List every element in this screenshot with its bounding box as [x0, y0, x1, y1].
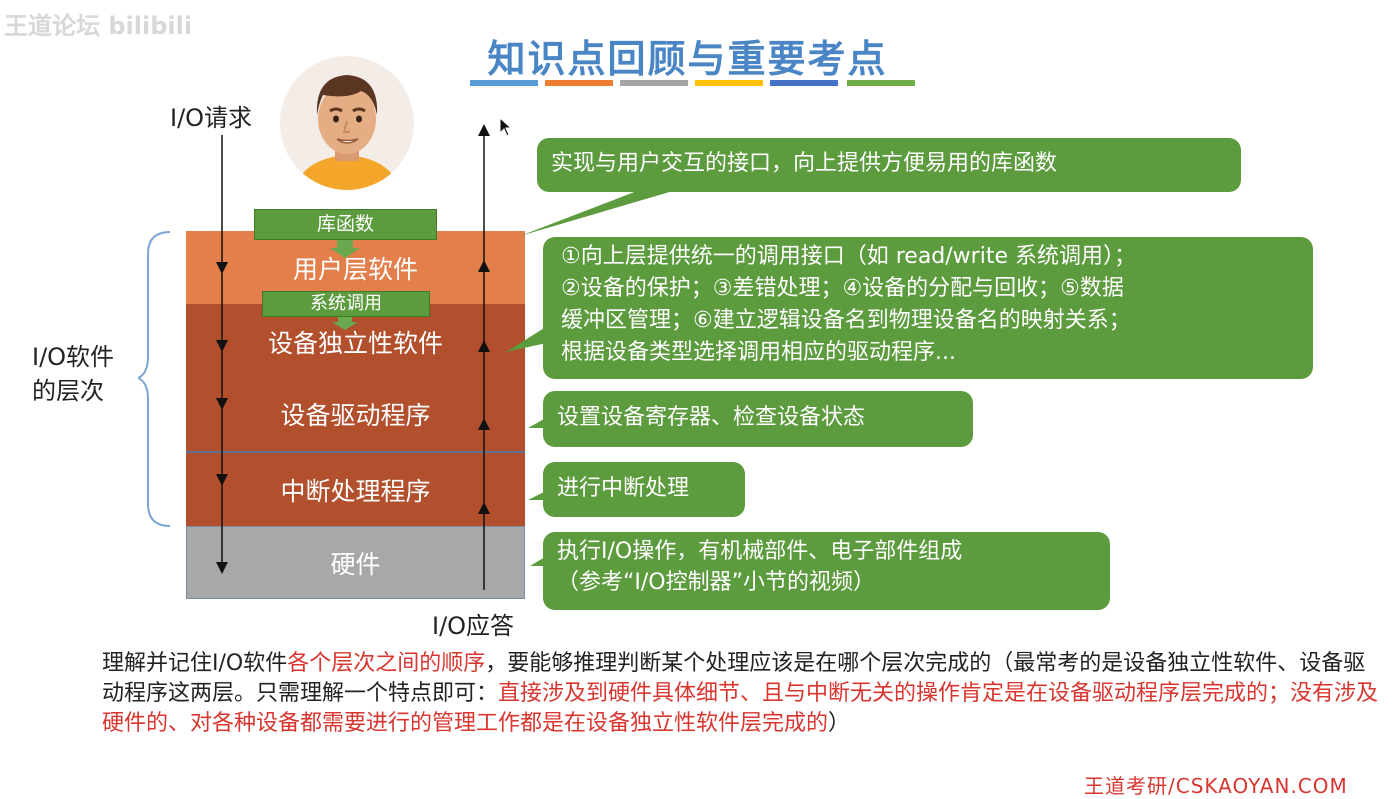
- note-highlight-rule: 直接涉及到硬件具体细节、且与中断无关的操作肯定是在设备驱动程序层完成的；没有涉及…: [102, 681, 1379, 736]
- io-request-label: I/O请求: [170, 104, 253, 132]
- title-underline-4: [695, 80, 763, 86]
- note-part-5: ）: [828, 711, 851, 736]
- callout-device-independent: ①向上层提供统一的调用接口（如 read/write 系统调用）； ②设备的保护…: [543, 237, 1313, 379]
- layer-interrupt-label: 中断处理程序: [280, 476, 431, 506]
- layer-hardware-label: 硬件: [330, 549, 381, 579]
- layer-driver-label: 设备驱动程序: [280, 401, 431, 430]
- callout-driver: 设置设备寄存器、检查设备状态: [543, 391, 973, 447]
- layer-device-software: 设备独立性软件 设备驱动程序: [186, 304, 525, 451]
- note-highlight-order: 各个层次之间的顺序: [287, 651, 486, 676]
- note-part-3: ，要能够推理判断某个处理应该是在哪个层次完成的（最常考的是设备独立性软件、设备驱…: [102, 651, 1366, 706]
- hierarchy-brace: [138, 231, 171, 527]
- title-underline-3: [620, 80, 688, 86]
- library-function-tag: 库函数: [254, 209, 437, 240]
- footer-brand: 王道考研/CSKAOYAN.COM: [1084, 774, 1348, 798]
- layer-hardware: 硬件: [186, 526, 525, 599]
- page-title: 知识点回顾与重要考点: [487, 37, 888, 81]
- exam-note: 理解并记住I/O软件各个层次之间的顺序，要能够推理判断某个处理应该是在哪个层次完…: [102, 649, 1382, 739]
- layer-device-independent-label: 设备独立性软件: [267, 329, 443, 358]
- title-underline-2: [545, 80, 613, 86]
- user-avatar-icon: [280, 56, 414, 190]
- callout-interrupt: 进行中断处理: [543, 462, 745, 517]
- callout-user-layer: 实现与用户交互的接口，向上提供方便易用的库函数: [537, 138, 1241, 192]
- layer-interrupt-handler: 中断处理程序: [186, 451, 525, 526]
- io-response-label: I/O应答: [432, 612, 515, 640]
- layer-user-label: 用户层软件: [292, 254, 418, 284]
- title-underline-5: [770, 80, 838, 86]
- callout-hardware: 执行I/O操作，有机械部件、电子部件组成 （参考“I/O控制器”小节的视频）: [543, 532, 1110, 610]
- io-hierarchy-label: I/O软件 的层次: [32, 343, 115, 405]
- title-underline-1: [470, 80, 538, 86]
- title-underline-6: [847, 80, 915, 86]
- note-part-1: 理解并记住I/O软件: [102, 651, 288, 676]
- mouse-cursor-icon: [499, 117, 513, 137]
- watermark: 王道论坛 bilibili: [4, 12, 193, 40]
- system-call-tag: 系统调用: [262, 291, 430, 317]
